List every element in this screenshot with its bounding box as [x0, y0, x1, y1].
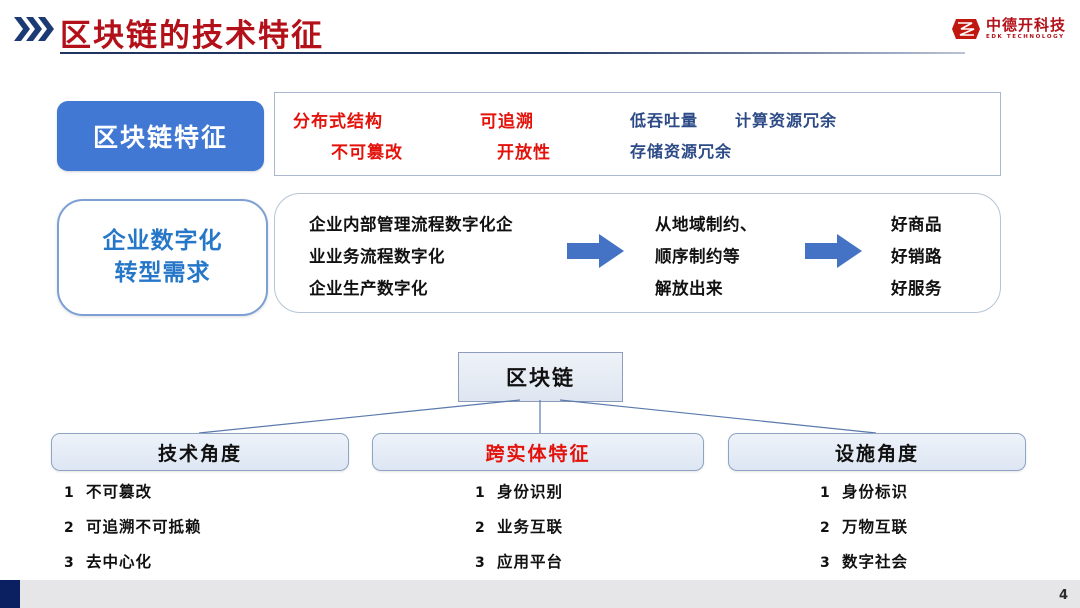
list-item-number: 1	[64, 485, 74, 501]
slide-header: 区块链的技术特征 中德开科技 EDK TECHNOLOGY	[0, 0, 1080, 62]
branch-title-facility: 设施角度	[728, 433, 1026, 471]
branch-list-cross-entity: 1 身份识别 2 业务互联 3 应用平台	[475, 480, 563, 585]
list-item-label: 可追溯不可抵赖	[86, 518, 202, 536]
list-item: 2 业务互联	[475, 515, 563, 537]
list-item-label: 身份识别	[497, 483, 564, 501]
list-item: 2 可追溯不可抵赖	[64, 515, 202, 537]
list-item-number: 3	[64, 555, 74, 571]
list-item: 3 应用平台	[475, 550, 563, 572]
list-item: 2 万物互联	[820, 515, 908, 537]
dt-col1-line2: 业业务流程数字化	[309, 247, 445, 266]
branch-list-facility: 1 身份标识 2 万物互联 3 数字社会	[820, 480, 908, 585]
list-item-label: 身份标识	[842, 483, 909, 501]
page-title: 区块链的技术特征	[60, 18, 324, 54]
blockchain-features-badge: 区块链特征	[57, 101, 264, 171]
list-item: 1 身份识别	[475, 480, 563, 502]
footer-accent-block	[0, 580, 20, 608]
digital-transformation-panel: 企业内部管理流程数字化企 业业务流程数字化 企业生产数字化 从地域制约、 顺序制…	[274, 193, 1001, 313]
list-item-number: 2	[64, 520, 74, 536]
feature-red-1: 分布式结构	[293, 112, 383, 132]
digital-transformation-badge: 企业数字化 转型需求	[57, 199, 268, 316]
double-chevron-right-icon	[14, 14, 58, 44]
logo-text-en: EDK TECHNOLOGY	[985, 33, 1065, 40]
feature-red-4: 开放性	[497, 143, 551, 163]
badge-line-1: 企业数字化	[102, 227, 223, 254]
blockchain-features-panel: 分布式结构 不可篡改 可追溯 开放性 低吞吐量 计算资源冗余 存储资源冗余	[274, 92, 1001, 176]
title-underline	[60, 52, 965, 54]
list-item-number: 1	[820, 485, 830, 501]
feature-red-3: 可追溯	[480, 112, 534, 132]
list-item-label: 业务互联	[497, 518, 564, 536]
dt-col2-line3: 解放出来	[655, 279, 723, 298]
brand-logo: 中德开科技 EDK TECHNOLOGY	[951, 12, 1066, 46]
list-item-label: 万物互联	[842, 518, 909, 536]
feature-blue-3: 存储资源冗余	[630, 142, 733, 161]
list-item-number: 2	[475, 520, 485, 536]
list-item-number: 3	[475, 555, 485, 571]
feature-blue-2: 计算资源冗余	[735, 111, 838, 130]
dt-col2-line2: 顺序制约等	[655, 247, 740, 266]
list-item: 1 身份标识	[820, 480, 908, 502]
list-item-label: 应用平台	[497, 553, 564, 571]
hexagon-logo-icon	[951, 18, 981, 40]
list-item-number: 1	[475, 485, 485, 501]
dt-col1-line1: 企业内部管理流程数字化企	[309, 215, 513, 234]
logo-text-cn: 中德开科技	[985, 15, 1066, 34]
list-item-label: 去中心化	[86, 553, 153, 571]
page-number: 4	[1058, 588, 1068, 603]
list-item: 3 数字社会	[820, 550, 908, 572]
dt-col1-line3: 企业生产数字化	[309, 279, 428, 298]
list-item-label: 不可篡改	[86, 483, 153, 501]
right-arrow-icon	[567, 232, 625, 270]
dt-col3-line2: 好销路	[891, 247, 942, 266]
branch-title-technical: 技术角度	[51, 433, 349, 471]
list-item-number: 2	[820, 520, 830, 536]
tree-connector-lines	[0, 395, 1080, 440]
right-arrow-icon-2	[805, 232, 863, 270]
list-item-number: 3	[820, 555, 830, 571]
dt-col3-line1: 好商品	[891, 215, 942, 234]
feature-red-2: 不可篡改	[331, 143, 403, 163]
list-item: 3 去中心化	[64, 550, 202, 572]
badge-line-2: 转型需求	[114, 259, 211, 286]
branch-title-cross-entity: 跨实体特征	[372, 433, 704, 471]
list-item: 1 不可篡改	[64, 480, 202, 502]
dt-col3-line3: 好服务	[891, 279, 942, 298]
feature-blue-1: 低吞吐量	[630, 111, 699, 130]
slide-footer: 4	[0, 580, 1080, 608]
branch-list-technical: 1 不可篡改 2 可追溯不可抵赖 3 去中心化	[64, 480, 202, 585]
dt-col2-line1: 从地域制约、	[655, 215, 757, 234]
tree-root-node: 区块链	[458, 352, 623, 402]
list-item-label: 数字社会	[842, 553, 909, 571]
